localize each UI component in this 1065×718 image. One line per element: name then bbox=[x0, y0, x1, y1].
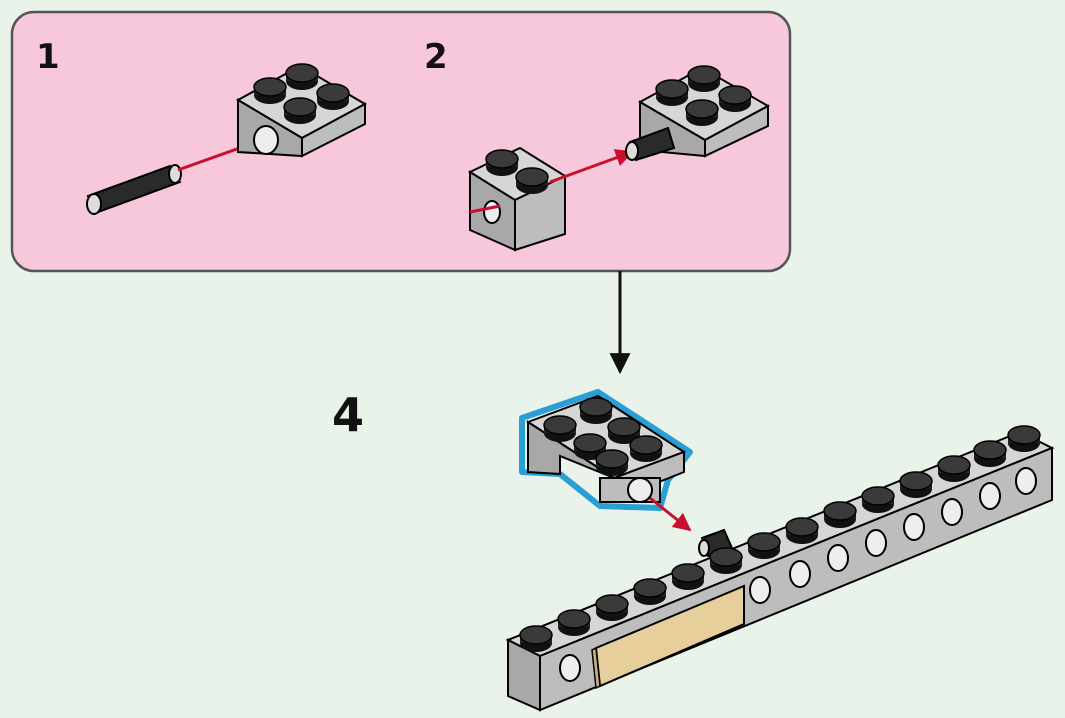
main-step-illustration bbox=[505, 389, 1055, 712]
plate-with-pin-hole-icon bbox=[235, 63, 368, 158]
sub-step-number-2: 2 bbox=[424, 37, 448, 77]
brick-with-hole-icon bbox=[467, 146, 568, 252]
sub-step-1-illustration bbox=[86, 63, 368, 215]
sub-step-number-1: 1 bbox=[36, 37, 60, 77]
sub-assembly-callout bbox=[10, 10, 792, 375]
sub-step-2-illustration bbox=[467, 65, 771, 252]
tan-tile-icon bbox=[591, 584, 745, 690]
highlighted-sub-assembly bbox=[519, 389, 693, 511]
main-step-number: 4 bbox=[332, 388, 365, 442]
plate-with-pin-icon bbox=[625, 65, 771, 162]
